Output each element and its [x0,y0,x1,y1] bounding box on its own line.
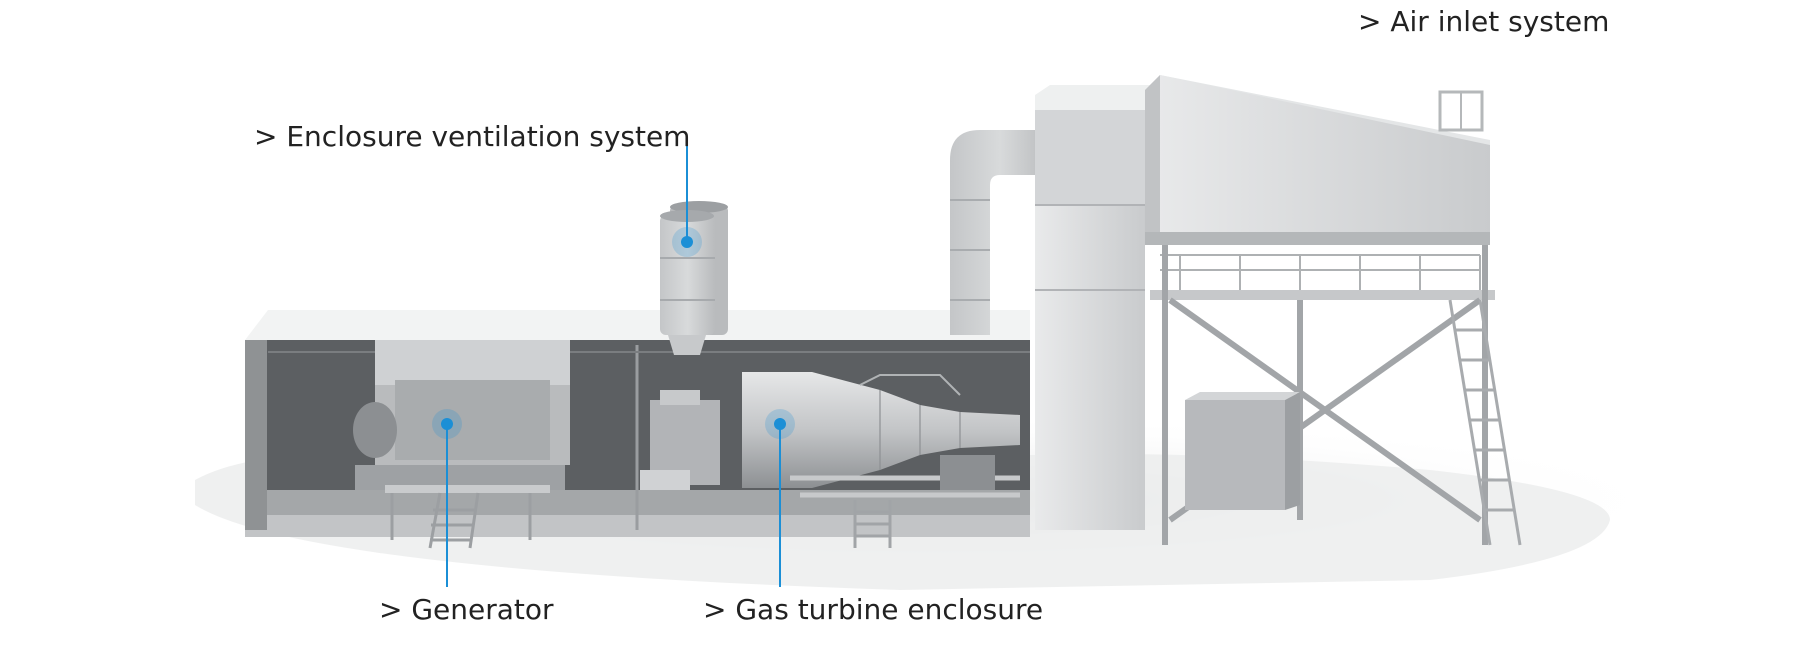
gas-turbine-leader-line [779,424,781,587]
gas-turbine-enclosure-link[interactable]: > Gas turbine enclosure [703,593,1044,626]
air-inlet-system-link[interactable]: > Air inlet system [1358,5,1610,38]
inlet-duct-bend [950,130,1050,335]
service-platform [1150,290,1495,300]
turbine-stairs [853,500,892,548]
generator-stairs [385,485,550,549]
generator-link[interactable]: > Generator [379,593,554,626]
enclosure-roof [245,310,1030,340]
auxiliary-skid [1185,400,1285,510]
gas-turbine-hotspot[interactable] [765,409,795,439]
platform-railing [1160,254,1481,290]
ventilation-hotspot[interactable] [672,227,702,257]
generator-leader-line [446,424,448,587]
enclosure-left-wall [245,340,267,530]
enclosure-ventilation-system-link[interactable]: > Enclosure ventilation system [254,120,691,153]
turbine-compressor [812,372,1020,488]
ventilation-leader-line [686,140,688,242]
filter-house [1145,75,1490,245]
access-staircase [1448,299,1522,546]
generator-hotspot[interactable] [432,409,462,439]
